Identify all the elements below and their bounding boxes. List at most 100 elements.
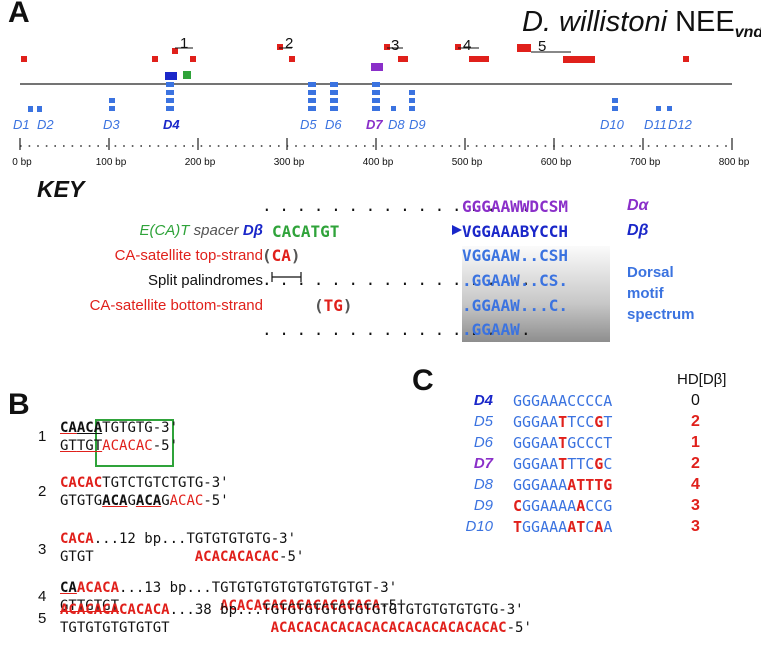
key-title: KEY xyxy=(37,176,85,202)
site-row-sequence: GGGAAAATTTG xyxy=(513,476,613,494)
site-row-label: D7 xyxy=(473,455,493,472)
tg-seq: (TG) xyxy=(314,296,353,315)
d-alpha-mark xyxy=(371,63,383,71)
key-dots-row1: . . . . . . . . . . . . . . . . xyxy=(262,196,531,215)
red-mark xyxy=(455,44,461,50)
tick-label: 600 bp xyxy=(541,157,572,168)
example-3-number: 3 xyxy=(38,541,47,558)
example-2: CACACTGTCTGTCTGTG-3' GTGTGACAGACAGACAC-5… xyxy=(60,475,229,509)
site-label-d7: D7 xyxy=(366,117,383,132)
d-beta-mark xyxy=(165,72,177,80)
region-3-label: 3 xyxy=(391,37,399,54)
spectrum-label: Dorsal motif spectrum xyxy=(627,264,695,323)
motif-d-alpha: GGGAAWWDCSM xyxy=(462,197,568,216)
red-mark xyxy=(517,44,531,52)
hamming-distance: 2 xyxy=(691,413,700,430)
bp-ticks xyxy=(19,138,733,150)
hamming-distance: 3 xyxy=(691,497,700,514)
hamming-distance: 4 xyxy=(691,476,700,493)
hamming-distance: 0 xyxy=(691,392,700,409)
site-row: D7 GGGAATTTCGC 2 xyxy=(444,455,744,476)
panel-b-letter: B xyxy=(8,388,30,421)
key-label-row5: CA-satellite bottom-strand xyxy=(89,297,263,314)
site-row-sequence: GGGAATTTCGC xyxy=(513,455,613,473)
tick-label: 800 bp xyxy=(719,157,750,168)
ecat-label: E(CA)T xyxy=(139,222,190,239)
split-palindrome-bracket xyxy=(271,272,302,282)
site-label-d10: D10 xyxy=(600,117,625,132)
site-label-d6: D6 xyxy=(325,117,342,132)
dorsal-site-marks xyxy=(28,82,672,112)
site-row-label: D5 xyxy=(473,413,493,430)
species-name: D. willistoni xyxy=(522,6,668,38)
example-1: CAACATGTGTG-3' GTTGTACACAC-5' xyxy=(60,420,179,454)
site-label-d2: D2 xyxy=(37,117,54,132)
site-row-sequence: GGGAATGCCCT xyxy=(513,434,613,452)
label-d-beta-right: Dβ xyxy=(627,222,649,239)
panel-a-letter: A xyxy=(8,0,30,29)
key-label-row2: E(CA)T spacer Dβ xyxy=(139,222,263,239)
ca-seq: (CA) xyxy=(262,246,301,265)
key-dots-row4: . . . . . . . . . . . . . . . . xyxy=(262,270,531,289)
nee-label: NEE xyxy=(675,6,735,38)
site-label-d12: D12 xyxy=(668,117,693,132)
motif-row4: .GGAAW..CS. xyxy=(462,271,568,290)
site-row: D4 GGGAAACCCCA 0 xyxy=(444,392,744,413)
hamming-distance: 1 xyxy=(691,434,700,451)
dorsal-site-labels: D1 D2 D3 D4 D5 D6 D7 D8 D9 D10 D11 D12 xyxy=(13,117,693,132)
site-row: D6 GGGAATGCCCT 1 xyxy=(444,434,744,455)
region-5-label: 5 xyxy=(538,38,546,55)
site-row-sequence: GGGAAACCCCA xyxy=(513,392,613,410)
key-label-row4: Split palindromes xyxy=(147,272,263,289)
example-5: ACACACACACACA...38 bp...TGTGTGTGTGTGTGTG… xyxy=(60,602,532,636)
site-row: D5 GGGAATTCCGT 2 xyxy=(444,413,744,434)
ecat-mark xyxy=(183,71,191,79)
tick-label: 500 bp xyxy=(452,157,483,168)
tick-label: 0 bp xyxy=(12,157,32,168)
hamming-distance: 2 xyxy=(691,455,700,472)
site-label-d11: D11 xyxy=(644,117,667,132)
hamming-distance: 3 xyxy=(691,518,700,535)
site-label-d8: D8 xyxy=(388,117,405,132)
site-row-label: D6 xyxy=(473,434,493,451)
site-row-sequence: TGGAAAATCAA xyxy=(513,518,613,536)
red-mark xyxy=(21,56,27,62)
spacer-arrow xyxy=(354,225,462,235)
title: D. willistoni NEEvnd xyxy=(522,6,761,41)
site-label-d3: D3 xyxy=(103,117,120,132)
label-d-alpha: Dα xyxy=(627,197,649,214)
red-mark xyxy=(563,56,595,63)
motif-d-beta: VGGAAABYCCH xyxy=(462,222,568,241)
motif-row6: .GGAAW xyxy=(462,320,520,339)
d-beta-label: Dβ xyxy=(242,222,263,239)
tick-label: 300 bp xyxy=(274,157,305,168)
region-brackets xyxy=(175,47,571,53)
site-row-sequence: CGGAAAAACCG xyxy=(513,497,613,515)
site-label-d4: D4 xyxy=(163,117,180,132)
red-mark xyxy=(289,56,295,62)
example-5-number: 5 xyxy=(38,610,47,627)
site-row-label: D4 xyxy=(473,392,493,409)
red-mark xyxy=(384,44,390,50)
region-1-label: 1 xyxy=(180,35,188,52)
tick-label: 400 bp xyxy=(363,157,394,168)
green-box xyxy=(95,419,174,467)
hd-header: HD[Dβ] xyxy=(677,371,727,388)
nee-subscript: vnd xyxy=(734,24,761,41)
motif-row3: VGGAAW..CSH xyxy=(462,246,568,265)
red-marks xyxy=(21,44,689,63)
red-mark xyxy=(683,56,689,62)
enhancer-map: 1 2 3 4 5 D1 D2 D3 D4 D5 D6 D7 D8 D9 D10… xyxy=(12,35,749,168)
red-mark xyxy=(172,48,178,54)
red-mark xyxy=(398,56,408,62)
bp-tick-labels: 0 bp 100 bp 200 bp 300 bp 400 bp 500 bp … xyxy=(12,157,749,168)
spacer-seq: CACATGT xyxy=(272,222,340,241)
site-label-d5: D5 xyxy=(300,117,317,132)
panel-c-letter: C xyxy=(412,364,434,397)
site-row-sequence: GGGAATTCCGT xyxy=(513,413,613,431)
site-label-d1: D1 xyxy=(13,117,30,132)
